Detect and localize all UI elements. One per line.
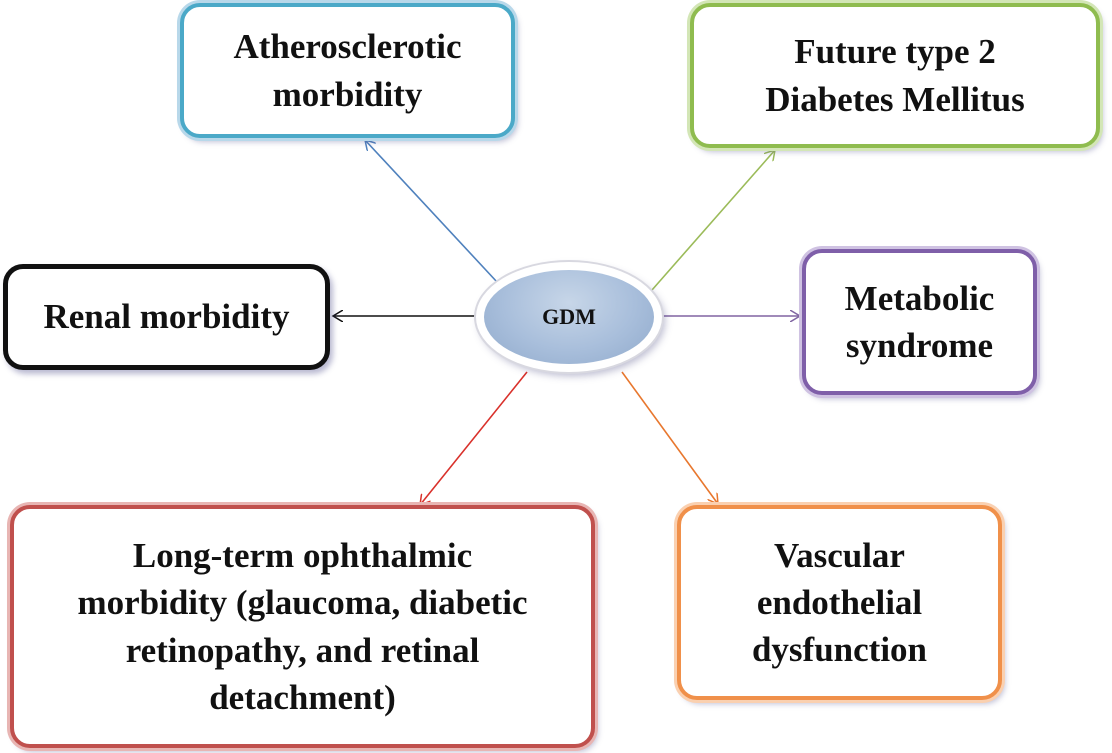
arrow-to-vascular [621,371,718,504]
node-renal-morbidity: Renal morbidity [3,264,330,370]
arrow-to-diabetes [651,150,775,291]
center-node-gdm: GDM [476,262,662,372]
node-atherosclerotic-label: Atherosclerotic morbidity [233,27,462,114]
center-label: GDM [542,304,596,329]
node-metabolic-label: Metabolic syndrome [844,278,995,365]
node-diabetes-label: Future type 2 Diabetes Mellitus [765,32,1025,119]
arrow-to-atherosclerotic [365,140,498,283]
node-atherosclerotic-morbidity: Atherosclerotic morbidity [180,3,515,138]
node-future-type2-diabetes: Future type 2 Diabetes Mellitus [690,3,1100,148]
center-ellipse: GDM [484,270,654,364]
arrow-to-ophthalmic [420,371,528,505]
node-vascular-label: Vascular endothelial dysfunction [751,535,928,670]
node-ophthalmic-morbidity: Long-term ophthalmic morbidity (glaucoma… [10,505,595,748]
node-metabolic-syndrome: Metabolic syndrome [802,249,1037,395]
node-renal-label: Renal morbidity [43,297,290,337]
node-vascular-endothelial-dysfunction: Vascular endothelial dysfunction [677,505,1002,700]
node-ophthalmic-label: Long-term ophthalmic morbidity (glaucoma… [77,536,528,717]
